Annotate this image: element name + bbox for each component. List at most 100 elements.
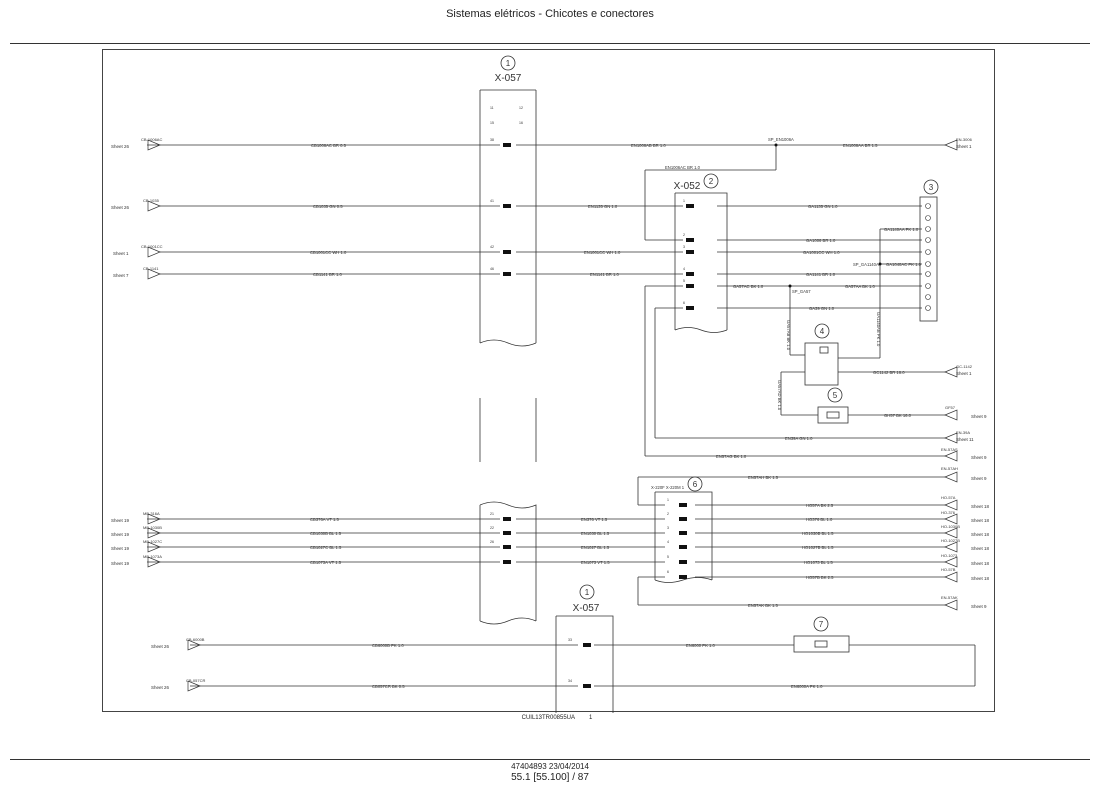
- wire-label: HO57B BK 2.5: [806, 575, 834, 580]
- wire-label: CB376A VT 1.5: [310, 517, 339, 522]
- wire-tag: HO-376: [941, 510, 956, 515]
- wire-label: GA1040AC PK 1.0: [886, 262, 922, 267]
- pin-number: 6: [667, 570, 669, 574]
- wire-label: EN1141 BR 1.0: [590, 272, 619, 277]
- sheet-label: Sheet 1: [956, 144, 972, 149]
- connector-label-x052: X-052: [674, 181, 701, 192]
- pin-number: 38: [490, 138, 494, 142]
- wire-tag: MB-316A: [143, 511, 160, 516]
- wire-label: GA1140AB PK 1.0: [876, 312, 881, 347]
- wire-label: CB6000B PK 1.0: [372, 643, 404, 648]
- pin-number: 5: [683, 279, 685, 283]
- wire-label: EN1006AC BR 1.0: [665, 165, 701, 170]
- header-rule: [10, 43, 1090, 44]
- wire-label: CB1030B BL 1.5: [310, 531, 342, 536]
- wire-label: EN1006AA BR 1.5: [843, 143, 878, 148]
- wire-tag: EN-57AK: [941, 595, 958, 600]
- footer-rule: [10, 759, 1090, 760]
- wire-tag: MB-1027C: [143, 539, 162, 544]
- sheet-label: Sheet 26: [111, 205, 130, 210]
- pin-number: 5: [667, 555, 669, 559]
- page-number: 55.1 [55.100] / 87: [511, 772, 589, 783]
- wire-label: CB1006AC BR 0.5: [311, 143, 347, 148]
- wire-label: GA57AC BK 1.0: [733, 284, 764, 289]
- sheet-label: Sheet 1: [956, 371, 972, 376]
- sheet-label: Sheet 18: [971, 576, 990, 581]
- sheet-label: Sheet 26: [111, 144, 130, 149]
- wire-tag: CB-1006AC: [141, 137, 162, 142]
- pin-number: 26: [490, 540, 494, 544]
- callout-3: 3: [929, 183, 934, 192]
- wire-label: SP_GA1140A: [853, 262, 879, 267]
- sheet-label: Sheet 11: [956, 437, 974, 442]
- pin-number: 6: [683, 301, 685, 305]
- wire-label: X-220F X-220M 1: [651, 485, 685, 490]
- wire-label: EN1030 BL 1.5: [581, 531, 610, 536]
- pin-number: 41: [490, 199, 494, 203]
- wire-label: GA1001CC WH 1.0: [803, 250, 840, 255]
- callout-5: 5: [833, 391, 838, 400]
- wire-tag: EN-57AS: [941, 447, 958, 452]
- pin-number: 22: [490, 526, 494, 530]
- sheet-label: Sheet 7: [113, 273, 129, 278]
- wire-tag: GF57: [945, 405, 956, 410]
- wire-tag: CB-6000B: [186, 637, 205, 642]
- wire-label: CB1035 GN 0.5: [313, 204, 343, 209]
- wire-label: EN57AG BK 1.0: [716, 454, 747, 459]
- sheet-label: Sheet 19: [111, 546, 130, 551]
- pin-number: 42: [490, 245, 494, 249]
- sheet-label: Sheet 18: [971, 518, 990, 523]
- sheet-label: Sheet 18: [971, 532, 990, 537]
- wire-label: EN376 VT 1.5: [581, 517, 608, 522]
- wire-label: GA57AB BK 1.0: [786, 320, 791, 351]
- wire-tag: MB-1073A: [143, 554, 162, 559]
- wire-label: EN6000 PK 1.0: [686, 643, 716, 648]
- wire-tag: MB-1030B: [143, 525, 162, 530]
- wire-label: GA1135 GN 1.0: [808, 204, 838, 209]
- wire-tag: GC-1142: [956, 364, 973, 369]
- callout-7: 7: [819, 620, 824, 629]
- wire-tag: CB-1035: [143, 198, 160, 203]
- pin-number: 4: [683, 267, 685, 271]
- wire-label: CB057CR BK 0.5: [372, 684, 405, 689]
- wire-label: GA1141 BR 1.0: [806, 272, 836, 277]
- document-id: 47404893 23/04/2014: [511, 762, 589, 771]
- wire-label: EN1073 VT 1.5: [581, 560, 610, 565]
- sheet-label: Sheet 1: [113, 251, 129, 256]
- wire-label: GC1142 BR 16.0: [873, 370, 905, 375]
- sheet-label: Sheet 9: [971, 476, 987, 481]
- wire-label: GH57 BK 16.0: [884, 413, 912, 418]
- wire-label: EN1001CC WH 1.0: [584, 250, 621, 255]
- sheet-label: Sheet 19: [111, 518, 130, 523]
- wire-tag: HO-1027B: [941, 538, 960, 543]
- wire-label: GA1140AA PK 1.0: [884, 227, 919, 232]
- wire-tag: EN-3006: [956, 137, 973, 142]
- wire-label: HO1027B BL 1.5: [802, 545, 834, 550]
- wire-label: CB1027C BL 1.5: [310, 545, 342, 550]
- wire-label: HO57A BK 2.5: [806, 503, 834, 508]
- pin-number: 33: [568, 638, 572, 642]
- pin-number: 1: [667, 498, 669, 502]
- wire-label: SP_GA57: [792, 289, 811, 294]
- wire-label: CB1141 BR 1.0: [313, 272, 342, 277]
- sheet-label: Sheet 9: [971, 455, 987, 460]
- wire-tag: HO-57A: [941, 495, 956, 500]
- pin-number: 34: [568, 679, 572, 683]
- wire-label: EN1006AB BR 1.0: [631, 143, 666, 148]
- pin-number: 4: [667, 540, 669, 544]
- callout-2: 2: [709, 177, 714, 186]
- pin-number: 46: [490, 267, 494, 271]
- wire-label: GA57AD BK 1.0: [777, 380, 782, 411]
- wire-tag: CB-057CR: [186, 678, 205, 683]
- pin-number: 21: [490, 512, 494, 516]
- wire-label: EN57AK BK 1.5: [748, 603, 778, 608]
- wire-label: GA57AA BK 1.0: [845, 284, 875, 289]
- callout-1-lower: 1: [585, 588, 590, 597]
- callout-1-upper: 1: [506, 59, 511, 68]
- connector-label-x057-lower: X-057: [573, 603, 600, 614]
- wire-label: CB1073A VT 1.5: [310, 560, 342, 565]
- pin-number: 3: [667, 526, 669, 530]
- sheet-label: Sheet 26: [151, 644, 170, 649]
- wire-tag: CB-1141: [143, 266, 159, 271]
